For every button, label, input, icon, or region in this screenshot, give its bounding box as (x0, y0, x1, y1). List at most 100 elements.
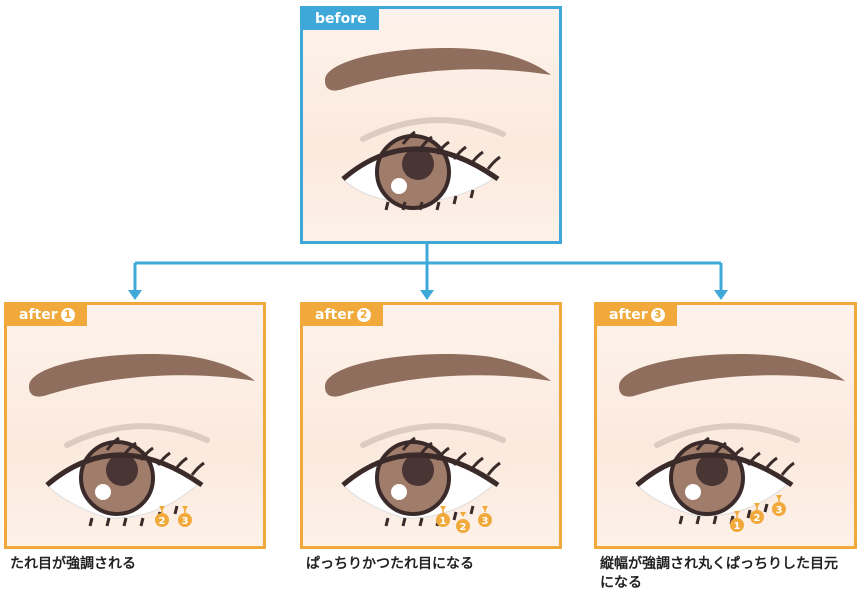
lower-lash (678, 515, 684, 525)
upper-lash (401, 130, 416, 145)
lower-lash (173, 505, 179, 515)
lower-lash (401, 201, 407, 211)
eye-illustration (324, 48, 551, 211)
upper-lash (418, 135, 433, 150)
marker-circle (155, 513, 169, 527)
eye-crease (360, 423, 506, 448)
arrow-head (734, 511, 740, 516)
upper-lash (763, 456, 778, 471)
lower-lash (469, 189, 475, 199)
arrow-head (460, 512, 466, 517)
pupil (402, 148, 434, 180)
upper-lash (780, 461, 795, 476)
eyebrow (324, 48, 551, 91)
upper-lash (452, 145, 467, 160)
arrow-head (159, 506, 165, 511)
lower-lash (452, 195, 458, 205)
after-2-caption: ぱっちりかつたれ目になる (306, 556, 474, 572)
marker-circle (436, 513, 450, 527)
upper-lash (486, 461, 501, 476)
eye-crease (64, 423, 210, 448)
eye-illustration: 1 2 3 (324, 354, 551, 533)
upper-eyelid (635, 452, 794, 488)
marker-number: 3 (776, 505, 783, 516)
lower-lash (401, 517, 407, 527)
upper-lash (139, 446, 154, 461)
arrow-head (482, 506, 488, 511)
pupil (402, 454, 434, 486)
upper-lash (105, 436, 120, 451)
arrow-head (440, 506, 446, 511)
highlight (685, 484, 701, 500)
marker-circle (456, 519, 470, 533)
upper-eyelid (341, 146, 500, 182)
marker-circle (772, 502, 786, 516)
highlight (391, 178, 407, 194)
marker-number: 1 (734, 521, 741, 532)
lower-lash (88, 517, 94, 527)
upper-lash (486, 155, 501, 170)
upper-lash (156, 451, 171, 466)
marker-number: 3 (482, 516, 489, 527)
after-1-caption: たれ目が強調される (10, 556, 136, 572)
lower-lash (452, 511, 458, 521)
lower-lash (105, 517, 111, 527)
after-3-caption: 縦幅が強調され丸くぱっちりした目元になる (600, 556, 838, 591)
eyebrow (28, 354, 256, 397)
upper-eyelid (341, 452, 500, 488)
upper-lash (190, 461, 205, 476)
marker-circle (730, 518, 744, 532)
lower-lash (695, 515, 701, 525)
arrow-head (776, 495, 782, 500)
marker-circle (478, 513, 492, 527)
upper-lash (401, 436, 416, 451)
lower-lash (469, 505, 475, 515)
lower-lash (435, 201, 441, 211)
eyebrow (618, 354, 845, 397)
upper-lash (469, 456, 484, 471)
upper-lash (122, 441, 137, 456)
upper-lash (712, 441, 727, 456)
before-tag: before (303, 9, 379, 30)
upper-lash (469, 150, 484, 165)
upper-lash (729, 446, 744, 461)
eye-crease (360, 117, 506, 142)
eye-crease (654, 423, 800, 448)
arrow-head (182, 506, 188, 511)
lower-lash (763, 503, 769, 513)
pupil (106, 454, 138, 486)
lower-lash (384, 517, 390, 527)
highlight (391, 484, 407, 500)
lower-lash (712, 515, 718, 525)
upper-lash (452, 451, 467, 466)
upper-lash (435, 140, 450, 155)
marker-number: 2 (460, 522, 467, 533)
eyebrow (324, 354, 551, 397)
upper-eyelid (45, 452, 204, 488)
lower-lash (418, 201, 424, 211)
marker-circle (750, 510, 764, 524)
lower-lash (418, 517, 424, 527)
upper-lash (173, 456, 188, 471)
pupil (696, 454, 728, 486)
lower-lash (122, 517, 128, 527)
upper-lash (695, 436, 710, 451)
lower-lash (746, 509, 752, 519)
upper-lash (435, 446, 450, 461)
upper-lash (418, 441, 433, 456)
before-panel: before (300, 6, 562, 244)
marker-number: 1 (440, 516, 447, 527)
eye-illustration: 1 2 3 (618, 354, 845, 532)
marker-number: 2 (754, 513, 761, 524)
marker-circle (178, 513, 192, 527)
highlight (95, 484, 111, 500)
marker-number: 2 (159, 516, 166, 527)
connector-arrows (128, 243, 728, 300)
arrow-head (754, 503, 760, 508)
